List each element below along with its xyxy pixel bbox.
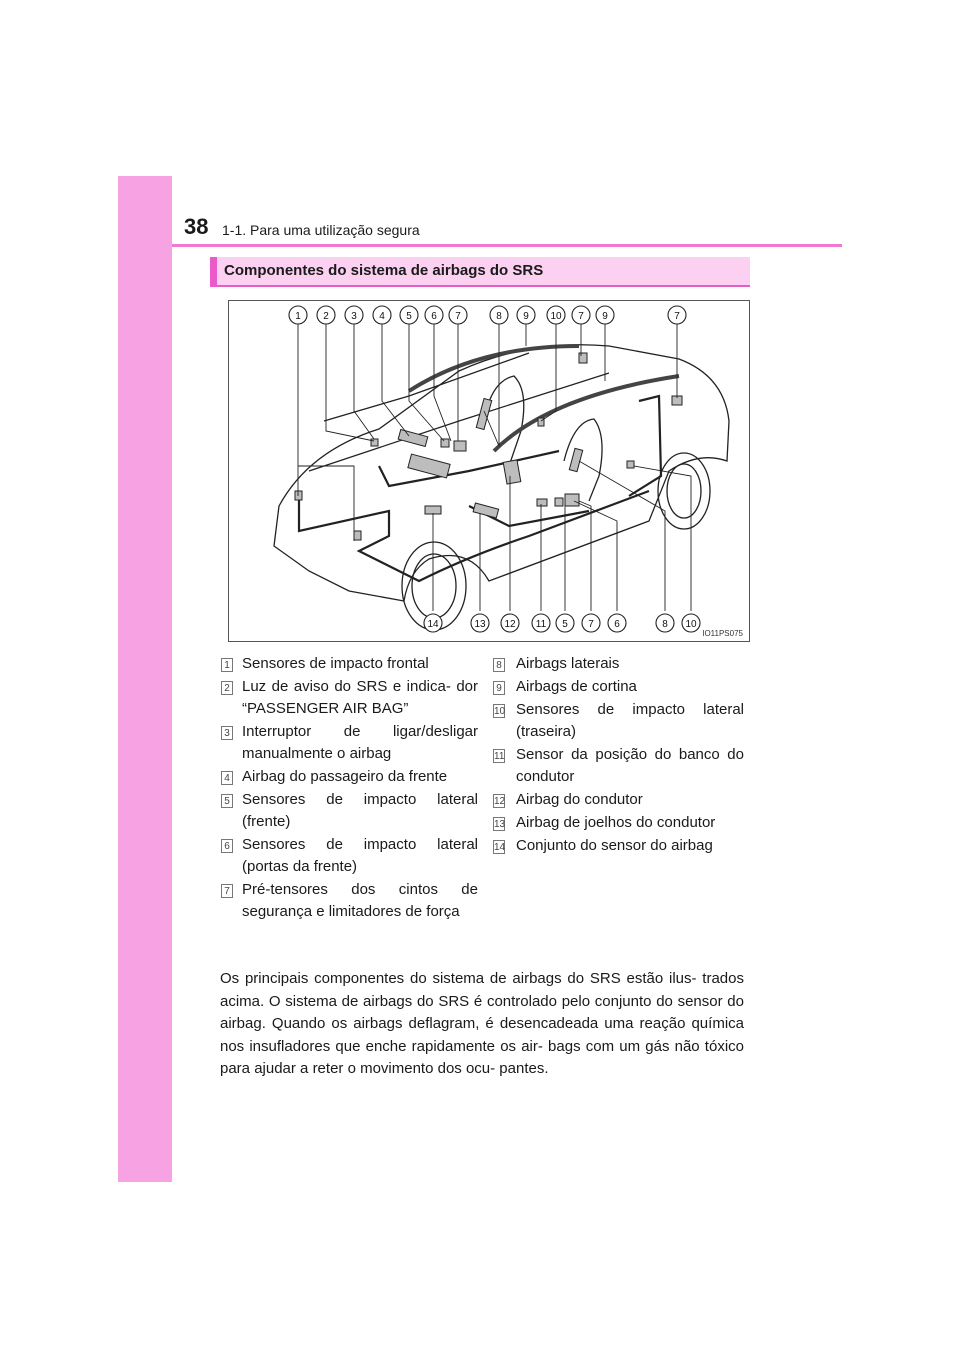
legend-item: Airbag do condutor bbox=[516, 791, 643, 808]
side-tab-band bbox=[118, 176, 172, 1182]
heading-accent-bar bbox=[210, 257, 217, 285]
callout-top-8: 8 bbox=[496, 311, 502, 322]
callout-top-4: 4 bbox=[379, 311, 385, 322]
car-illustration: 1 2 3 4 5 6 7 8 9 10 7 9 7 14 13 12 11 5… bbox=[273, 305, 730, 633]
callout-top-7: 7 bbox=[455, 311, 461, 322]
callout-top-11: 7 bbox=[578, 311, 584, 322]
page-number: 38 bbox=[184, 214, 209, 239]
heading-text: Componentes do sistema de airbags do SRS bbox=[224, 262, 544, 279]
section-title: 1-1. Para uma utilização segura bbox=[222, 222, 420, 238]
legend-item: Sensores de impacto lateral (traseira) bbox=[516, 701, 744, 740]
callout-top-2: 2 bbox=[323, 311, 329, 322]
legend-item: Airbag do passageiro da frente bbox=[242, 768, 448, 785]
legend-number: 8 bbox=[493, 658, 505, 672]
callout-bottom-2: 13 bbox=[474, 619, 486, 630]
callout-top-12: 9 bbox=[602, 311, 608, 322]
callout-bottom-7: 6 bbox=[614, 619, 620, 630]
legend-number: 7 bbox=[221, 884, 233, 898]
legend-item: Conjunto do sensor do airbag bbox=[516, 837, 713, 854]
legend-number: 3 bbox=[221, 726, 233, 740]
legend-item: Pré-tensores dos cintos de segurança e l… bbox=[242, 881, 478, 920]
body-paragraph: Os principais componentes do sistema de … bbox=[220, 970, 744, 1077]
callout-bottom-9: 10 bbox=[685, 619, 697, 630]
legend-item: Airbags laterais bbox=[516, 655, 620, 672]
callout-bottom-5: 5 bbox=[562, 619, 568, 630]
legend-item: Airbags de cortina bbox=[516, 678, 637, 695]
figure-code: IO11PS075 bbox=[702, 629, 743, 638]
callout-bottom-3: 12 bbox=[504, 619, 516, 630]
callout-top-5: 5 bbox=[406, 311, 412, 322]
legend-item: Sensores de impacto frontal bbox=[242, 655, 429, 672]
callout-top-3: 3 bbox=[351, 311, 357, 322]
callout-bottom-4: 11 bbox=[536, 619, 547, 630]
header-rule bbox=[172, 244, 842, 247]
legend-number: 9 bbox=[493, 681, 505, 695]
legend-item: Interruptor de ligar/desligar manualment… bbox=[242, 723, 478, 762]
legend-number: 1 bbox=[221, 658, 233, 672]
legend-number: 5 bbox=[221, 794, 233, 808]
legend-number: 2 bbox=[221, 681, 233, 695]
legend-number: 10 bbox=[493, 704, 506, 718]
legend-number: 6 bbox=[221, 839, 233, 853]
callout-top-1: 1 bbox=[295, 311, 301, 322]
airbag-diagram: 1 2 3 4 5 6 7 8 9 10 7 9 7 14 13 12 11 5… bbox=[228, 300, 750, 642]
legend-item: Luz de aviso do SRS e indica- dor “PASSE… bbox=[242, 678, 478, 717]
callout-bottom-1: 14 bbox=[427, 619, 439, 630]
section-heading: Componentes do sistema de airbags do SRS bbox=[210, 257, 750, 287]
legend-number: 4 bbox=[221, 771, 233, 785]
legend-number: 12 bbox=[493, 794, 506, 808]
legend-item: Sensores de impacto lateral (frente) bbox=[242, 791, 478, 830]
callout-bottom-8: 8 bbox=[662, 619, 668, 630]
callout-bottom-6: 7 bbox=[588, 619, 594, 630]
callout-top-6: 6 bbox=[431, 311, 437, 322]
legend-item: Sensores de impacto lateral (portas da f… bbox=[242, 836, 478, 875]
callout-top-10: 10 bbox=[550, 311, 562, 322]
legend-number: 14 bbox=[493, 840, 506, 854]
callout-top-13: 7 bbox=[674, 311, 680, 322]
legend-number: 11 bbox=[493, 749, 505, 763]
legend-item: Airbag de joelhos do condutor bbox=[516, 814, 716, 831]
callout-top-9: 9 bbox=[523, 311, 529, 322]
legend-number: 13 bbox=[493, 817, 506, 831]
legend-item: Sensor da posição do banco do condutor bbox=[516, 746, 744, 785]
